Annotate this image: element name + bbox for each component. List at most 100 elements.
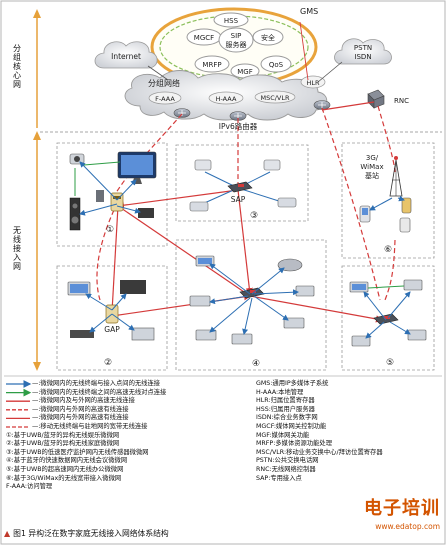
svg-text:RNC: RNC [394, 97, 409, 105]
sap-label: SAP [231, 195, 246, 204]
legend-item: MRFP:多媒体资源功能处理 [256, 440, 333, 448]
legend-item: —:移动无线终端与驻地网的宽带无线连接 [32, 422, 148, 430]
svg-text:3G/: 3G/ [366, 154, 379, 162]
legend-item: ⑥:基于3G/WiMax的无线宽带接入微微网 [6, 474, 122, 482]
panel5-p2p-links [367, 285, 405, 289]
svg-text:HLR: HLR [306, 79, 320, 87]
mgf-node: MGF [230, 63, 260, 79]
piconet-3-number: ③ [250, 211, 258, 221]
piconet-4-number: ④ [252, 359, 260, 369]
pstn-isdn-cloud: PSTN ISDN [334, 38, 392, 65]
piconet-2-number: ② [104, 358, 112, 368]
gap-label: GAP [104, 325, 120, 334]
access-network-side-label: 无线接入网 [13, 226, 21, 271]
hss-node: HSS [213, 12, 249, 28]
legend-item: —:微微网内的无线终端与接入点间的无线连接 [32, 380, 161, 387]
haaa-node: H-AAA [208, 91, 244, 105]
mgcf-node: MGCF [186, 28, 222, 46]
legend-item: F-AAA:访问管理 [6, 483, 53, 491]
legend-item: ISDN:综合业务数字网 [256, 414, 318, 422]
legend-item: HSS:归属用户服务器 [256, 405, 315, 413]
svg-text:MSC/VLR: MSC/VLR [260, 94, 290, 102]
panel5-access-links [363, 291, 411, 339]
svg-text:F-AAA: F-AAA [155, 95, 175, 103]
caption-marker: ▲ [4, 529, 11, 538]
sip-server-node: SIP 服务器 [218, 27, 254, 53]
legend-item: GMS:通用IP多媒体子系统 [256, 380, 329, 387]
legend-item: —:微微网内与外网的高速有线连接 [32, 405, 129, 413]
legend-right: GMS:通用IP多媒体子系统 H-AAA:本地管理 HLR:归属位置寄存器 HS… [256, 380, 383, 483]
piconet-3-devices: SAP [189, 159, 297, 212]
ipv6-router-label: IPv6路由器 [219, 121, 258, 131]
svg-text:MGF: MGF [237, 68, 253, 76]
legend-item: ④:基于蓝牙的快速数据网内无线会议微微网 [6, 457, 128, 465]
legend-item: MSC/VLR:移动业务交换中心/拜访位置寄存器 [256, 448, 383, 456]
gms-label: GMS [300, 7, 318, 16]
piconet-6-devices: 3G/ WiMax 基站 [359, 154, 412, 233]
piconet-4-devices [189, 255, 315, 345]
panel6-links [369, 195, 405, 211]
core-side-arrow [33, 9, 41, 128]
legend-item: PSTN:公共交换电话网 [256, 457, 319, 465]
internet-cloud: Internet [94, 41, 158, 69]
piconet-1-number: ① [106, 225, 114, 235]
legend-left: —:微微网内的无线终端与接入点间的无线连接 —:微微网内的无线终端之间的高速无线… [6, 380, 167, 492]
piconet-5-frame [341, 265, 435, 371]
svg-text:PSTN: PSTN [354, 44, 372, 52]
mrfp-node: MRFP [194, 55, 230, 73]
legend-item: MGCF:媒体网关控制功能 [256, 422, 327, 430]
legend-item: ①:基于UWB/蓝牙的异构无线娱乐微微网 [6, 431, 120, 439]
piconet-1-devices [69, 151, 157, 231]
panel1-access-links [79, 161, 141, 216]
faaa-node: F-AAA [148, 91, 182, 105]
piconet-2-devices: GAP [67, 280, 155, 341]
packet-network-label: 分组网络 [148, 78, 180, 88]
piconet-5-number: ⑤ [386, 358, 394, 368]
core-network-side-label: 分组核心网 [13, 44, 21, 89]
caption-text: 图1 异构泛在数字家庭无线接入网络体系结构 [13, 529, 169, 538]
svg-text:MGCF: MGCF [194, 34, 214, 42]
svg-text:MRFP: MRFP [202, 61, 221, 69]
panel4-access-links [209, 263, 299, 335]
piconet-4-frame [175, 239, 327, 371]
legend-item: ②:基于UWB/蓝牙的异构无线家庭微微网 [6, 440, 120, 448]
legend-item: RNC:无线网络控制器 [256, 465, 316, 473]
legend-item: —:微微网内及与外网的高速无线连接 [32, 397, 135, 405]
security-node: 安全 [252, 28, 284, 46]
figure-caption: ▲图1 异构泛在数字家庭无线接入网络体系结构 [4, 528, 169, 539]
svg-text:基站: 基站 [365, 171, 379, 180]
svg-text:SIP: SIP [231, 32, 242, 40]
svg-text:安全: 安全 [261, 33, 275, 42]
watermark-url: www.edatop.com [375, 522, 440, 531]
legend-item: —:微微网内的无线终端之间的高速无线对点连接 [32, 388, 167, 396]
svg-text:服务器: 服务器 [226, 40, 247, 49]
hlr-node: HLR [300, 75, 326, 89]
access-side-arrow [33, 131, 41, 371]
msc-vlr-node: MSC/VLR [254, 90, 296, 104]
legend-item: —:微微网内与外网的高速有线连接 [32, 414, 129, 422]
legend-item: SAP:专用接入点 [256, 474, 302, 482]
svg-text:HSS: HSS [224, 17, 239, 25]
svg-text:ISDN: ISDN [354, 53, 371, 61]
legend-item: H-AAA:本地管理 [256, 388, 304, 396]
piconet-6-number: ⑥ [384, 245, 392, 255]
legend-item: ⑤:基于UWB的超高速网内无线办公微微网 [6, 465, 124, 473]
svg-text:H-AAA: H-AAA [216, 95, 237, 103]
legend-item: MGF:媒体网关功能 [256, 431, 310, 439]
panel2-access-links [85, 293, 135, 333]
qos-node: QoS [260, 55, 292, 73]
svg-text:WiMax: WiMax [360, 163, 383, 171]
legend-item: ③:基于UWB的低速医疗监护网内无线传感器微微网 [6, 448, 149, 456]
watermark-logo: 电子培训 [364, 498, 440, 519]
core-router-left [173, 108, 191, 118]
piconet-5-devices [349, 279, 427, 347]
piconet-6-frame [341, 142, 435, 259]
panel1-p2p-links [74, 161, 121, 196]
rnc-node: RNC [367, 89, 409, 109]
svg-text:Internet: Internet [111, 52, 141, 61]
legend-item: HLR:归属位置寄存器 [256, 397, 315, 405]
piconet-2-frame [56, 265, 168, 371]
